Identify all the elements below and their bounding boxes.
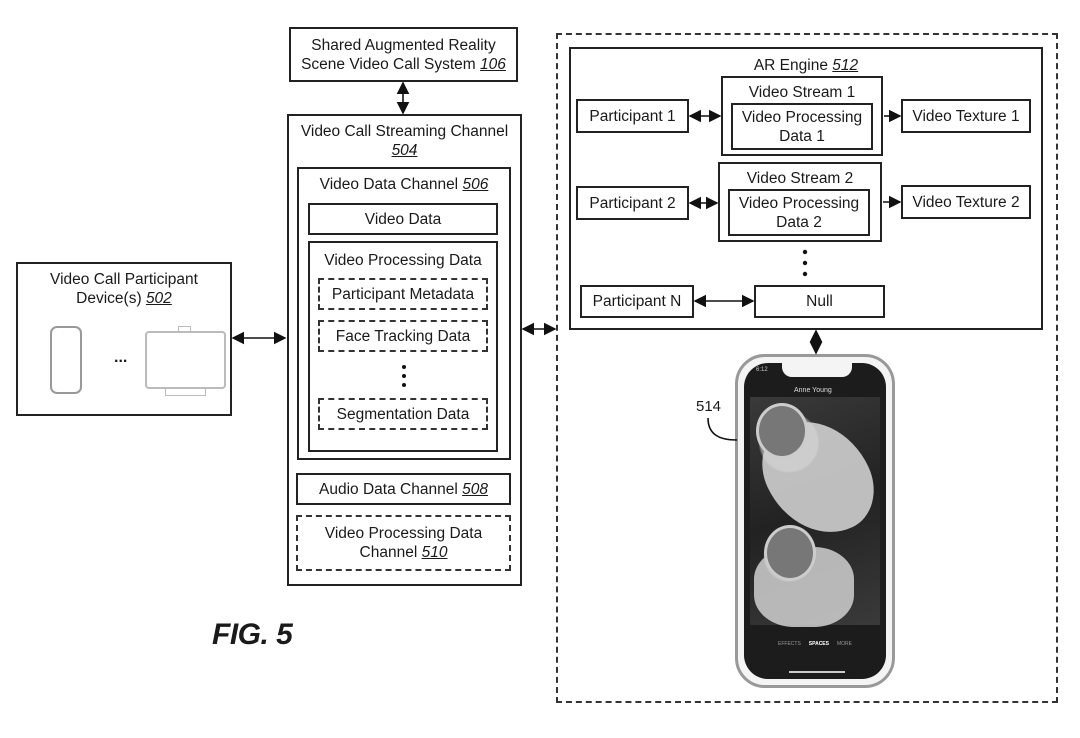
vpd-1-line2: Data 1 <box>779 127 825 145</box>
participant-2-box: Participant 2 <box>576 186 689 220</box>
tab-effects[interactable]: EFFECTS <box>778 641 801 647</box>
status-time: 6:12 <box>756 367 768 373</box>
ref-512: 512 <box>832 57 859 74</box>
vpd-2-line1: Video Processing <box>738 194 860 212</box>
video-processing-data-title: Video Processing Data <box>324 252 482 269</box>
video-texture-2-label: Video Texture 2 <box>912 193 1020 211</box>
participant-devices-line1: Video Call Participant <box>50 271 198 288</box>
participant-2-label: Participant 2 <box>589 194 676 212</box>
ref-508: 508 <box>462 480 488 498</box>
tablet-camera <box>178 326 191 331</box>
video-data-channel-title: Video Data Channel 506 <box>319 176 489 193</box>
vpd-2-line2: Data 2 <box>776 213 822 231</box>
bottom-tabs: EFFECTS SPACES MORE <box>744 641 886 647</box>
audio-data-channel-box: Audio Data Channel 508 <box>296 473 511 505</box>
participant-1-box: Participant 1 <box>576 99 689 133</box>
tab-more[interactable]: MORE <box>836 641 852 647</box>
tablet-stand <box>165 388 206 396</box>
phone-screen: 6:12 Anne Young EFFECTS SPACES MORE <box>744 363 886 679</box>
ref-504: 504 <box>391 142 418 159</box>
ar-scene <box>747 397 886 627</box>
caller-name: Anne Young <box>794 387 832 394</box>
shared-ar-system-box: Shared Augmented Reality Scene Video Cal… <box>289 27 518 82</box>
video-texture-2-box: Video Texture 2 <box>901 185 1031 219</box>
participant-n-label: Participant N <box>592 293 682 310</box>
video-texture-1-label: Video Texture 1 <box>912 107 1020 125</box>
participant-n-box: Participant N <box>580 285 694 318</box>
participant-metadata-box: Participant Metadata <box>318 278 488 310</box>
shared-ar-system-line2: Scene Video Call System 106 <box>301 55 506 73</box>
ref-514: 514 <box>696 398 722 415</box>
participant-metadata-label: Participant Metadata <box>331 285 475 303</box>
video-data-box: Video Data <box>308 203 498 235</box>
null-box: Null <box>754 285 885 318</box>
ref-106: 106 <box>480 55 506 73</box>
video-texture-1-box: Video Texture 1 <box>901 99 1031 133</box>
phone-notch <box>782 363 852 377</box>
video-stream-2-title: Video Stream 2 <box>746 170 854 187</box>
video-processing-data-channel-box: Video Processing Data Channel 510 <box>296 515 511 571</box>
face-tracking-data-box: Face Tracking Data <box>318 320 488 352</box>
device-ellipsis: ... <box>114 349 128 366</box>
ref-506: 506 <box>462 176 489 193</box>
segmentation-data-box: Segmentation Data <box>318 398 488 430</box>
audio-data-channel-label: Audio Data Channel 508 <box>319 480 488 498</box>
participant-devices-line2: Device(s) 502 <box>76 290 172 307</box>
home-indicator <box>789 671 845 673</box>
client-device-region <box>556 33 1058 703</box>
null-label: Null <box>806 293 833 310</box>
smartphone-icon <box>50 326 82 394</box>
tab-spaces[interactable]: SPACES <box>808 641 829 647</box>
streaming-channel-title: Video Call Streaming Channel <box>300 123 509 140</box>
ref-502: 502 <box>145 290 172 307</box>
segmentation-data-label: Segmentation Data <box>336 405 470 423</box>
vpd-channel-line1: Video Processing Data <box>324 525 483 542</box>
tablet-icon <box>145 331 226 389</box>
face-tracking-data-label: Face Tracking Data <box>335 327 471 345</box>
vpd-channel-line2: Channel 510 <box>359 544 448 561</box>
ref-510: 510 <box>421 544 448 561</box>
client-device-phone: 6:12 Anne Young EFFECTS SPACES MORE <box>735 354 895 688</box>
participant-devices-box: Video Call Participant Device(s) 502 ... <box>16 262 232 416</box>
astronaut-2-helmet <box>764 525 816 581</box>
astronaut-1-helmet <box>756 403 808 459</box>
shared-ar-system-line1: Shared Augmented Reality <box>311 36 496 54</box>
participant-1-label: Participant 1 <box>589 107 676 125</box>
video-processing-data-1-box: Video Processing Data 1 <box>731 103 873 150</box>
ar-engine-title: AR Engine 512 <box>753 57 859 74</box>
figure-label: FIG. 5 <box>212 618 293 651</box>
video-processing-data-2-box: Video Processing Data 2 <box>728 189 870 236</box>
video-data-label: Video Data <box>364 210 442 228</box>
video-stream-1-title: Video Stream 1 <box>748 84 856 101</box>
vpd-1-line1: Video Processing <box>741 108 863 126</box>
